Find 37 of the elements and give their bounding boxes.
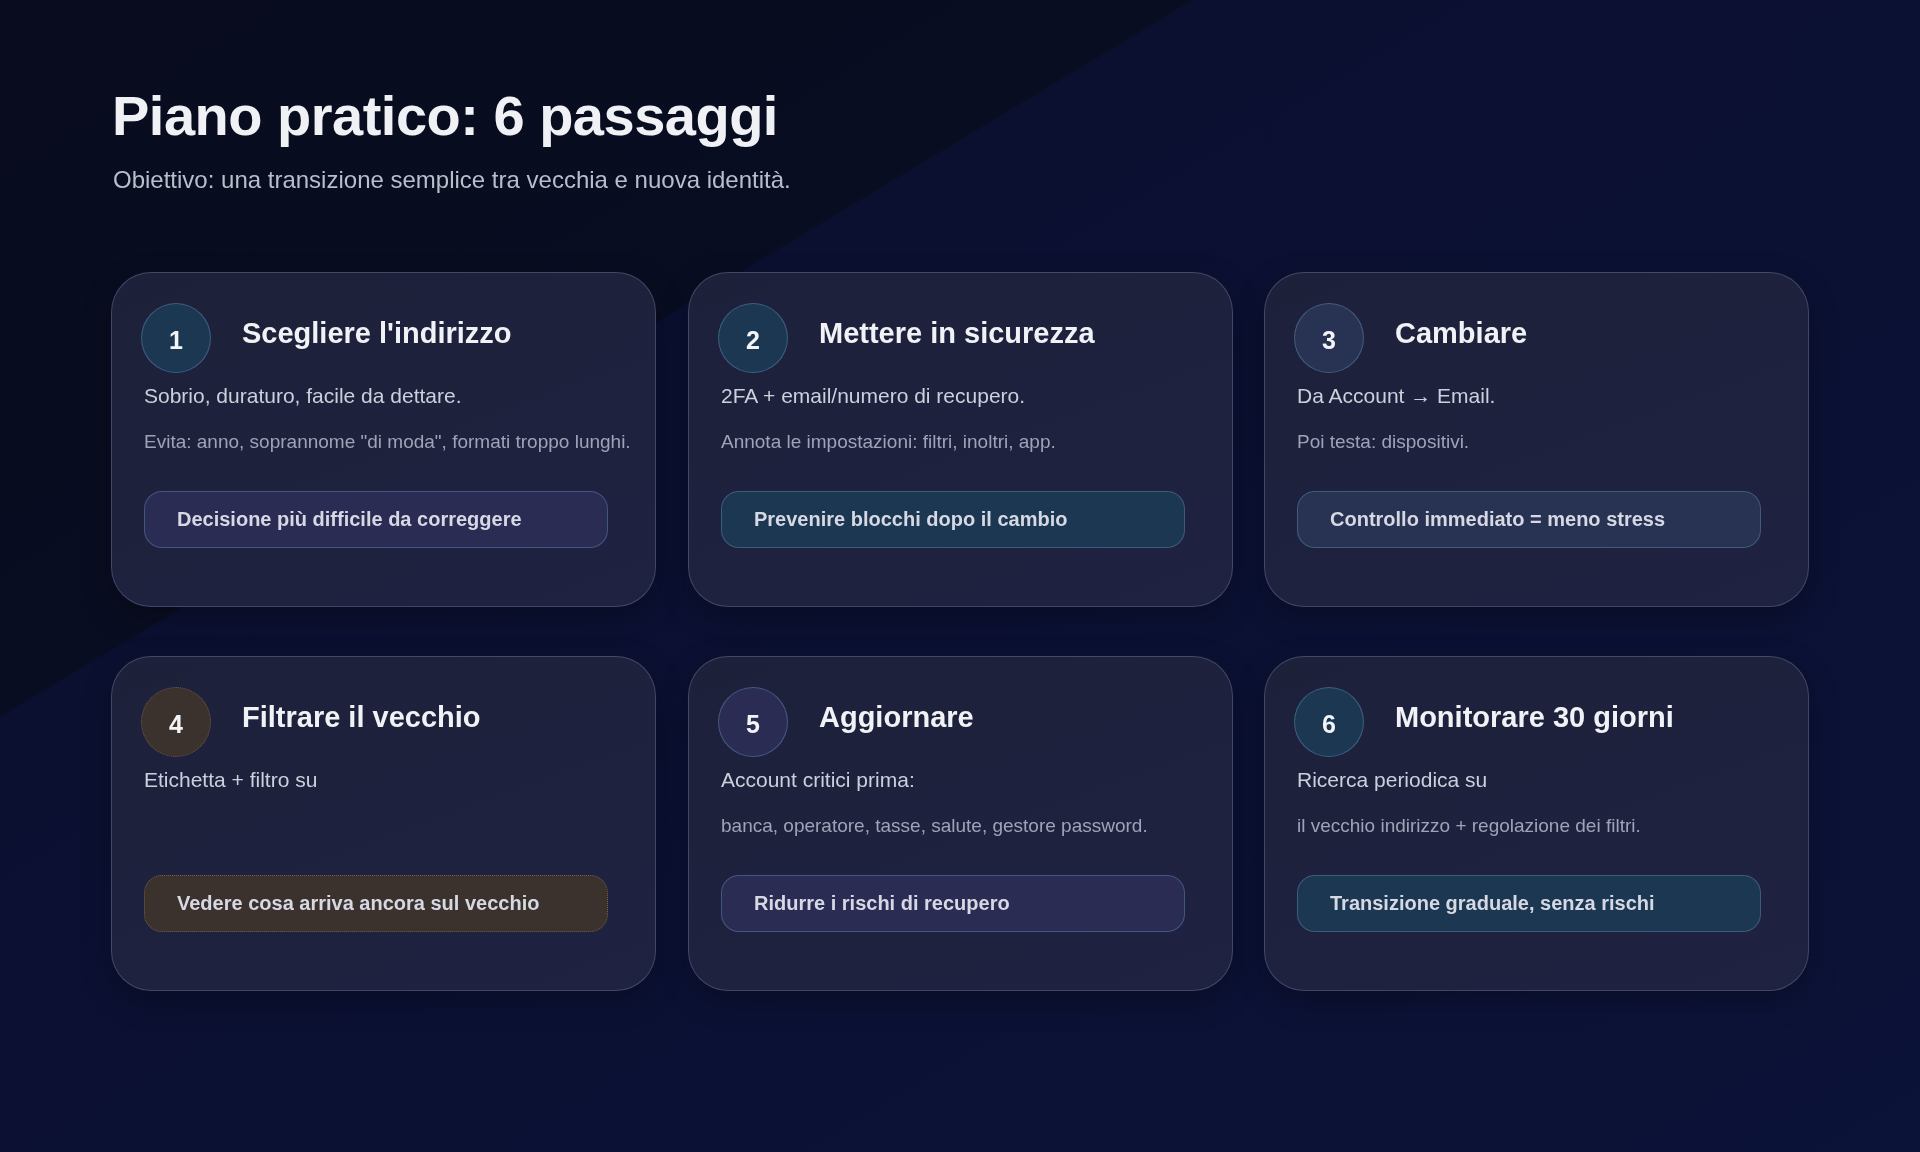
step-note: il vecchio indirizzo + regolazione dei filtri. <box>1297 814 1642 838</box>
takeaway-tag: Prevenire blocchi dopo il cambio <box>721 491 1185 548</box>
takeaway-tag: Controllo immediato = meno stress <box>1297 491 1761 548</box>
step-card <box>1264 272 1809 607</box>
step-note: Annota le impostazioni: filtri, inoltri, app. <box>721 430 1057 454</box>
step-description: Ricerca periodica su <box>1297 767 1489 793</box>
step-note: Evita: anno, soprannome "di moda", formati troppo lunghi. <box>144 430 632 454</box>
step-card <box>111 656 656 991</box>
takeaway-tag: Ridurre i rischi di recupero <box>721 875 1185 932</box>
step-description: Sobrio, duraturo, facile da dettare. <box>144 383 463 409</box>
step-number-circle: 4 <box>141 687 211 757</box>
takeaway-tag: Vedere cosa arriva ancora sul vecchio <box>144 875 608 932</box>
step-heading: Mettere in sicurezza <box>819 316 1095 351</box>
step-number-circle: 3 <box>1294 303 1364 373</box>
takeaway-tag: Transizione graduale, senza rischi <box>1297 875 1761 932</box>
step-card <box>688 656 1233 991</box>
page-title: Piano pratico: 6 passaggi <box>112 84 778 148</box>
step-heading: Scegliere l'indirizzo <box>242 316 512 351</box>
step-heading: Monitorare 30 giorni <box>1395 700 1674 735</box>
page-subtitle: Obiettivo: una transizione semplice tra vecchia e nuova identità. <box>113 165 791 195</box>
step-card <box>1264 656 1809 991</box>
step-number-circle: 6 <box>1294 687 1364 757</box>
step-number-circle: 5 <box>718 687 788 757</box>
step-description: Da Account → Email. <box>1297 383 1497 409</box>
step-number-circle: 1 <box>141 303 211 373</box>
step-heading: Filtrare il vecchio <box>242 700 481 735</box>
step-heading: Aggiornare <box>819 700 974 735</box>
step-description: 2FA + email/numero di recupero. <box>721 383 1027 409</box>
step-description: Account critici prima: <box>721 767 916 793</box>
takeaway-tag: Decisione più difficile da correggere <box>144 491 608 548</box>
step-note: Poi testa: dispositivi. <box>1297 430 1471 454</box>
step-note: banca, operatore, tasse, salute, gestore password. <box>721 814 1149 838</box>
step-card <box>111 272 656 607</box>
step-description: Etichetta + filtro su <box>144 767 319 793</box>
step-heading: Cambiare <box>1395 316 1528 351</box>
step-card <box>688 272 1233 607</box>
step-number-circle: 2 <box>718 303 788 373</box>
